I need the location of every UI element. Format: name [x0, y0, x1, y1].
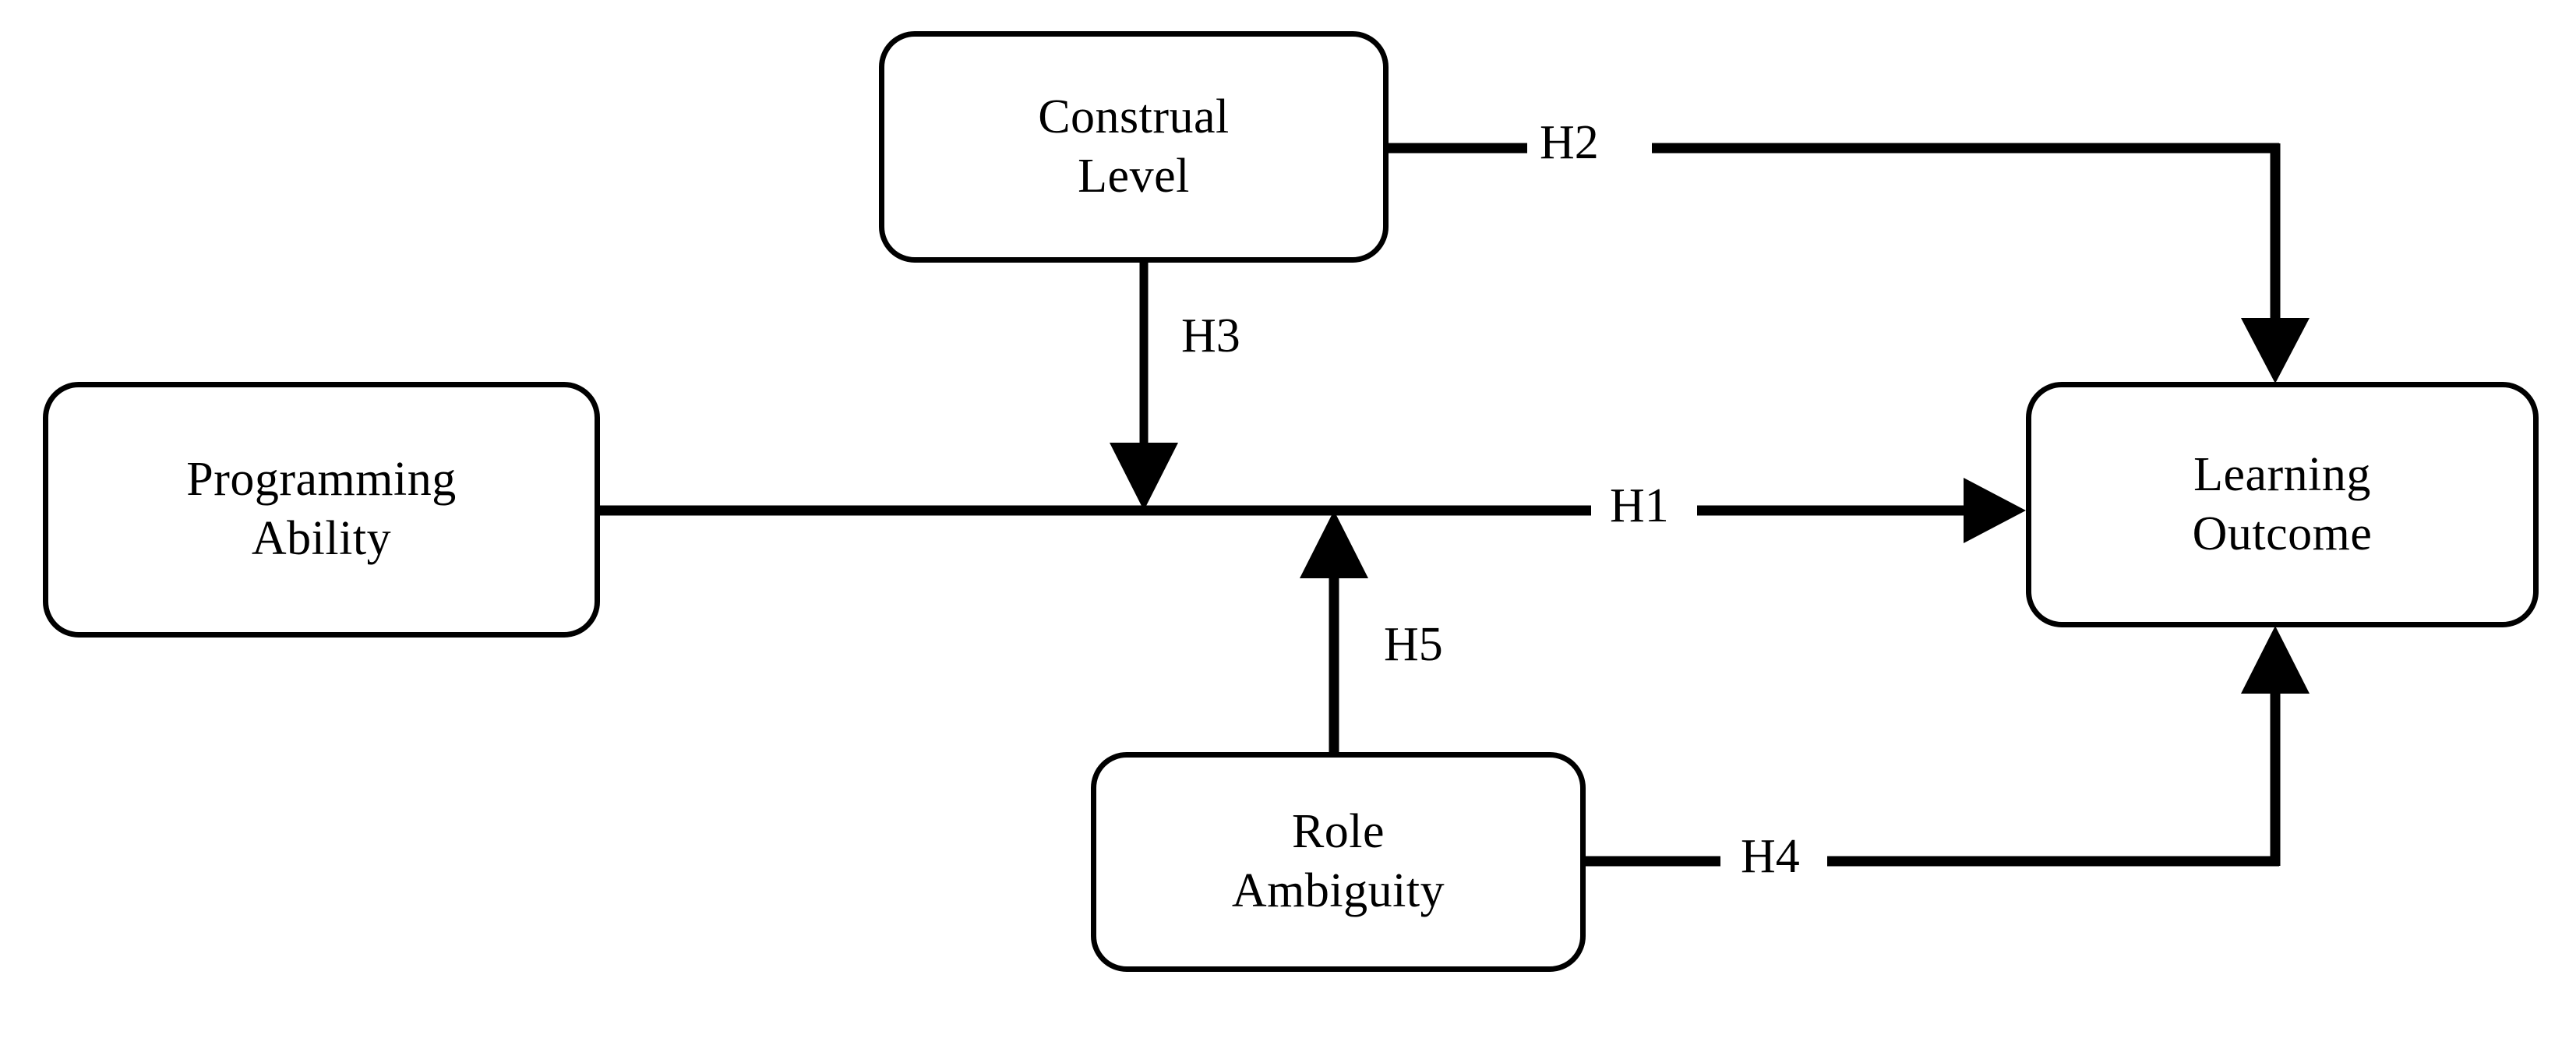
- edge-label-h2: H2: [1527, 118, 1611, 167]
- node-programming-ability[interactable]: Programming Ability: [43, 382, 600, 638]
- node-programming-ability-label: Programming Ability: [186, 453, 457, 565]
- edge-label-h3: H3: [1169, 312, 1253, 360]
- edge-h1-arrowhead: [1964, 478, 2026, 543]
- edge-label-h1: H1: [1597, 482, 1681, 530]
- node-role-ambiguity-label: Role Ambiguity: [1231, 805, 1445, 917]
- edge-h2: [1389, 143, 2310, 383]
- edge-label-h5: H5: [1371, 620, 1456, 669]
- edge-h4-arrowhead: [2241, 626, 2310, 694]
- node-learning-outcome-label: Learning Outcome: [2192, 447, 2373, 560]
- edge-h5-arrowhead: [1300, 510, 1368, 578]
- edge-label-h4: H4: [1728, 832, 1812, 881]
- node-construal-level-label: Construal Level: [1038, 90, 1230, 203]
- node-learning-outcome[interactable]: Learning Outcome: [2026, 382, 2539, 627]
- node-role-ambiguity[interactable]: Role Ambiguity: [1091, 752, 1586, 972]
- edge-h4: [1586, 626, 2310, 867]
- node-construal-level[interactable]: Construal Level: [879, 31, 1389, 263]
- edge-h1: [600, 478, 2026, 543]
- edge-h3: [1110, 263, 1178, 510]
- edge-h5: [1300, 510, 1368, 752]
- edge-h3-arrowhead: [1110, 443, 1178, 510]
- edge-h2-arrowhead: [2241, 318, 2310, 383]
